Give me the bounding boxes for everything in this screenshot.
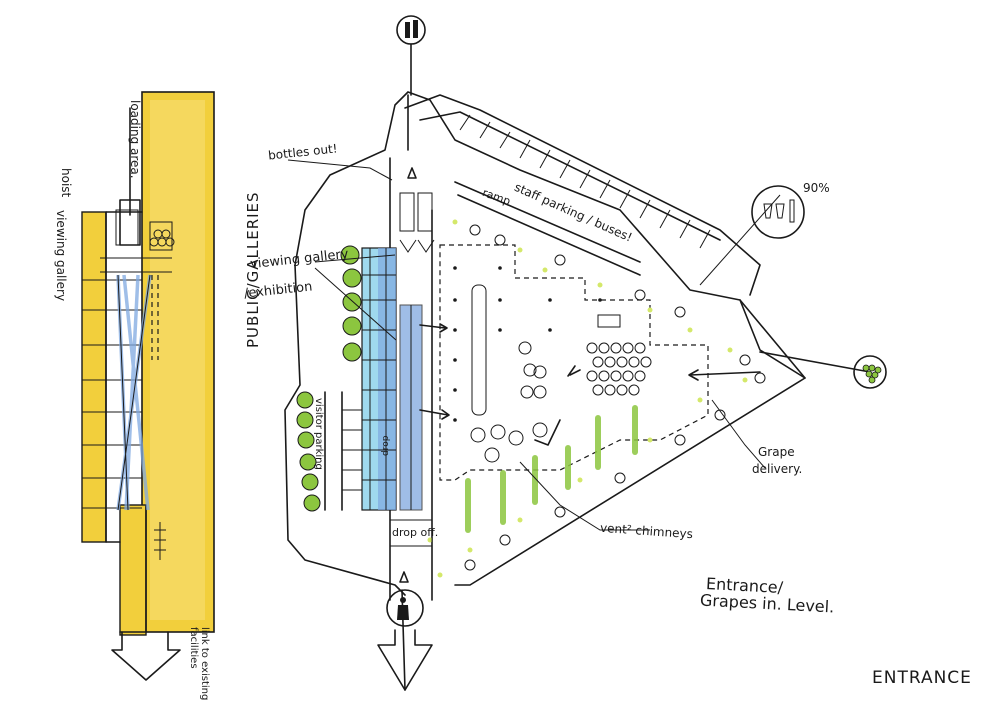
site-boundary [284, 91, 806, 596]
person-icon [386, 589, 424, 627]
label-drop: drop [381, 435, 391, 456]
vent-chimneys [465, 405, 638, 533]
label-hoist: hoist [59, 168, 73, 198]
building-footprint [439, 244, 709, 481]
label-link-existing: link to existing facilities [188, 627, 210, 701]
label-grape-delivery-2: delivery. [752, 462, 803, 476]
label-drop-off: drop off. [392, 526, 439, 539]
section-drawing [81, 91, 215, 681]
label-entrance: ENTRANCE [872, 668, 972, 688]
label-visitor-parking: visitor parking [313, 398, 324, 470]
label-percent: 90% [803, 181, 830, 195]
label-grape-delivery-1: Grape [758, 445, 795, 459]
grapes-icon [853, 355, 887, 389]
label-viewing-gallery-left: viewing gallery [54, 210, 68, 302]
viewing-gallery-strip [81, 211, 107, 543]
label-loading-area: loading area. [128, 100, 142, 179]
trees-row [296, 245, 362, 512]
wine-equipment-icon [751, 185, 805, 239]
bottle-icon [396, 15, 426, 96]
